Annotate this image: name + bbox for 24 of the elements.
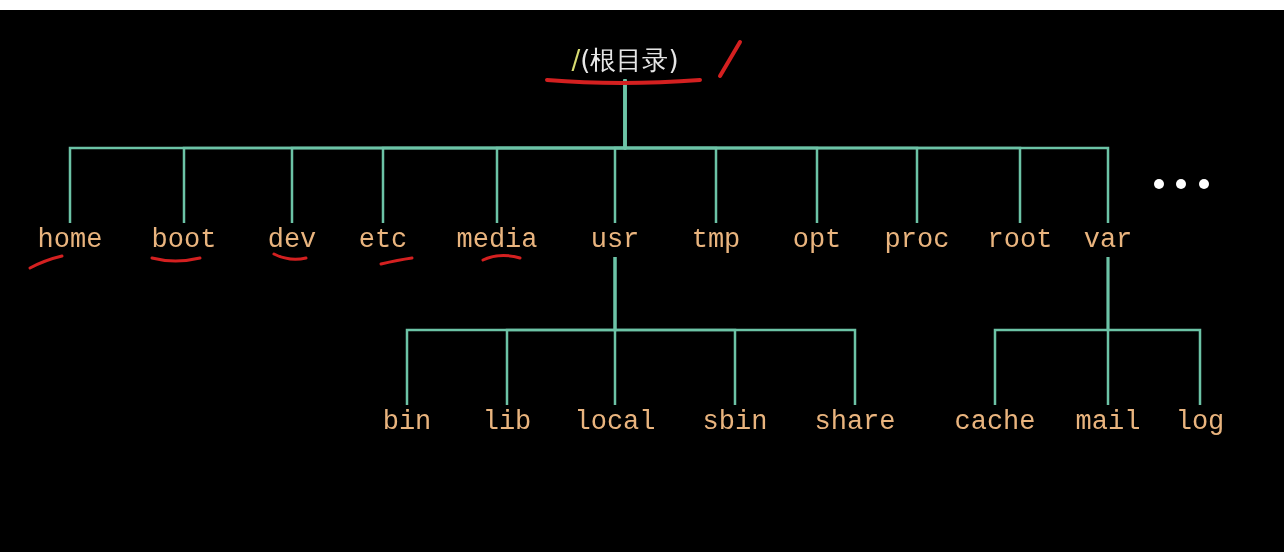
directory-label: local: [571, 405, 659, 439]
directory-label: tmp: [688, 223, 744, 257]
directory-label: proc: [881, 223, 953, 257]
directory-label: lib: [479, 405, 535, 439]
tree-connector: [1106, 257, 1202, 405]
directory-label: log: [1172, 405, 1228, 439]
directory-label: dev: [264, 223, 320, 257]
directory-label: opt: [789, 223, 845, 257]
slash-text: /: [571, 44, 581, 75]
directory-label: home: [34, 223, 106, 257]
directory-label: root: [984, 223, 1056, 257]
label-text: (根目录): [580, 44, 679, 75]
tree-connector: [623, 79, 1110, 223]
directory-label: sbin: [699, 405, 771, 439]
directory-label: boot: [148, 223, 220, 257]
directory-label: cache: [951, 405, 1039, 439]
directory-label: mail: [1072, 405, 1144, 439]
directory-label: media: [453, 223, 541, 257]
directory-label: bin: [379, 405, 435, 439]
directory-label: usr: [587, 223, 643, 257]
directory-label: var: [1080, 223, 1136, 257]
tree-connector: [613, 257, 857, 405]
directory-label: etc: [355, 223, 411, 257]
directory-label: share: [811, 405, 899, 439]
